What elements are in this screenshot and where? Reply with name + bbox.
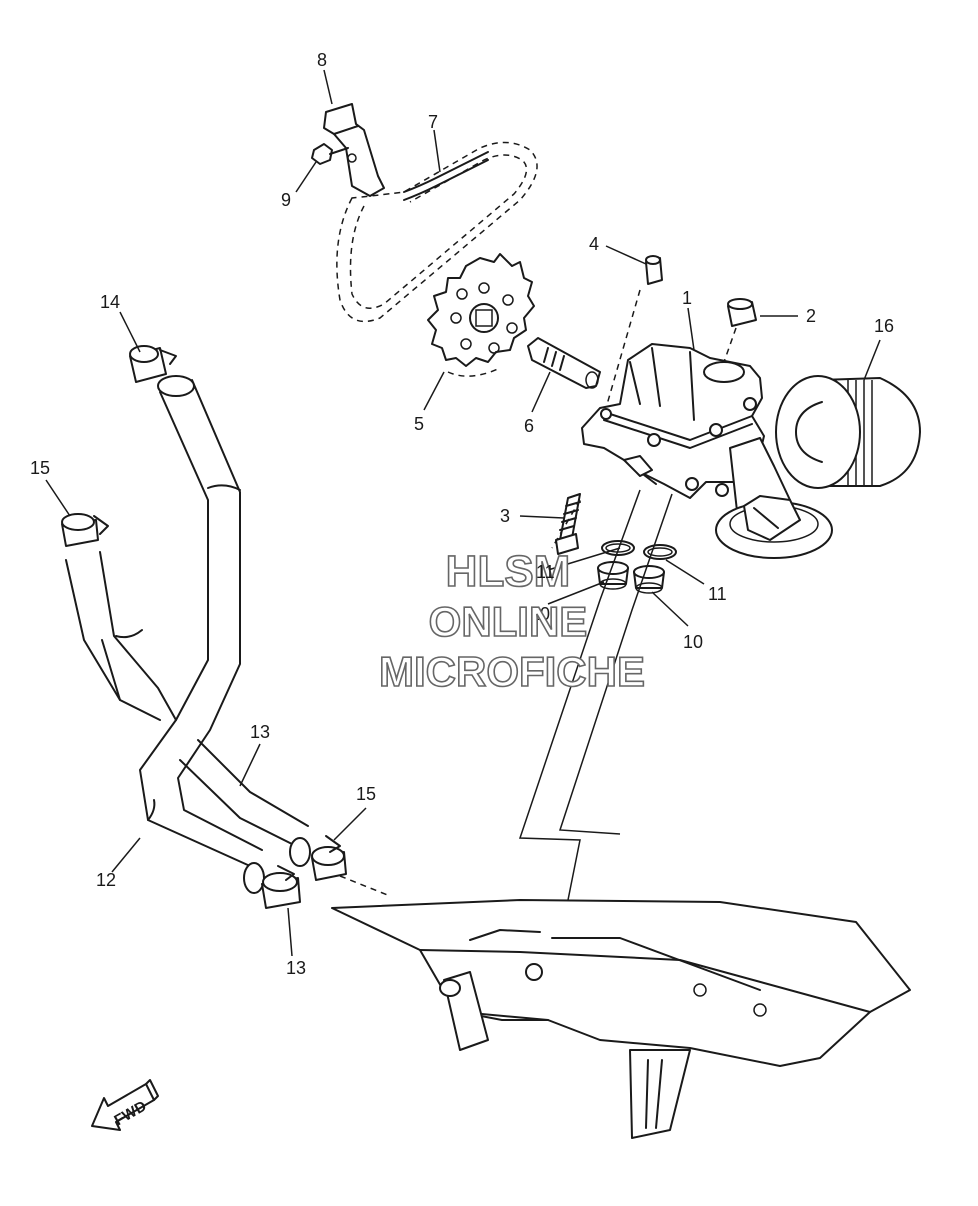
callout-1: 1 [682,288,692,308]
oil-hose-outer [65,379,265,894]
callout-13-top: 14 [100,292,120,312]
callout-10-left: 10 [530,604,550,624]
callout-14: 13 [250,722,270,742]
callout-11-right: 11 [708,584,727,604]
pump-drive-shaft [527,337,601,389]
bracket-bolt [311,143,349,165]
forward-direction-arrow: FWD [91,1079,159,1131]
oil-strainer [715,437,833,559]
callout-12: 12 [96,870,116,890]
hose-assembly-line [339,875,391,897]
callout-6: 6 [524,416,534,436]
callout-2: 2 [806,306,816,326]
callout-8: 8 [317,50,327,70]
assembly-lines [518,489,673,1001]
callout-5: 5 [414,414,424,434]
oil-filter [775,375,921,489]
oil-pump-assembly [581,343,765,499]
hose-clamp-13-top [129,345,177,383]
callout-15-bottom: 15 [356,784,376,804]
hose-clamp-15-bottom [311,835,347,881]
callout-3: 3 [500,506,510,526]
callout-4: 4 [589,234,599,254]
hose-upper-end [157,375,195,397]
chain-guide-bracket [323,103,385,197]
oil-pump-sprocket [427,253,535,377]
callout-9: 9 [281,190,291,210]
pump-bolt [555,493,581,555]
watermark-line-3: MICROFICHE [379,648,645,695]
callout-13-bottom: 13 [286,958,306,978]
callout-11-left: 11 [536,562,555,582]
oil-pan [331,899,911,1139]
callout-15-top: 15 [30,458,50,478]
watermark-line-2: ONLINE [429,598,588,645]
collar-right [633,565,665,594]
watermark: HLSM 11 10 ONLINE MICROFICHE [378,546,646,696]
pump-collar [723,298,757,363]
oil-hose-inner [179,739,311,867]
hose-clamp-15-top [61,513,109,547]
callout-7: 7 [428,112,438,132]
drive-chain [336,141,538,323]
hose-clamp-13-bottom [261,865,301,909]
collar-left [597,561,629,590]
leader-lines [45,69,881,957]
dowel-pin [605,255,663,409]
callout-10-right: 10 [683,632,703,652]
callout-16: 16 [874,316,894,336]
watermark-line-1: HLSM [446,547,571,596]
o-ring-right [643,544,677,560]
